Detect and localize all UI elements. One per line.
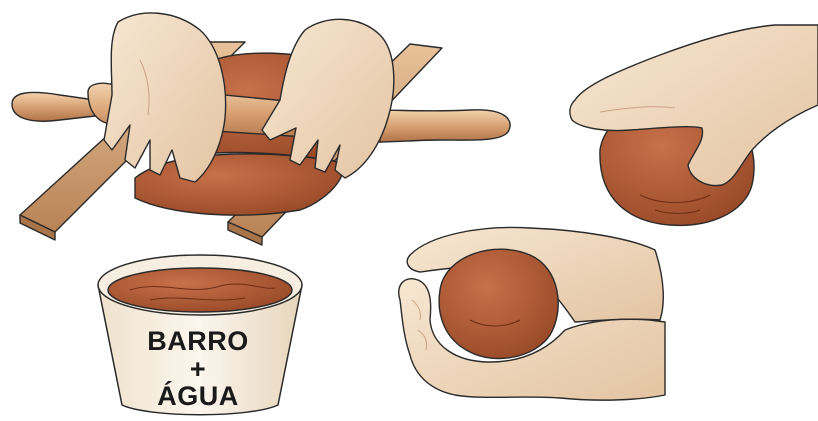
bowl-label-plus: + (118, 354, 278, 384)
clay-water-mixture (108, 268, 292, 312)
bowl-label-agua: ÁGUA (118, 381, 278, 411)
kneading-scene (570, 25, 818, 225)
cupped-hands-scene (399, 227, 665, 400)
clay-ball (439, 249, 558, 358)
bowl-label-barro: BARRO (118, 326, 278, 356)
rolling-scene (12, 13, 510, 245)
